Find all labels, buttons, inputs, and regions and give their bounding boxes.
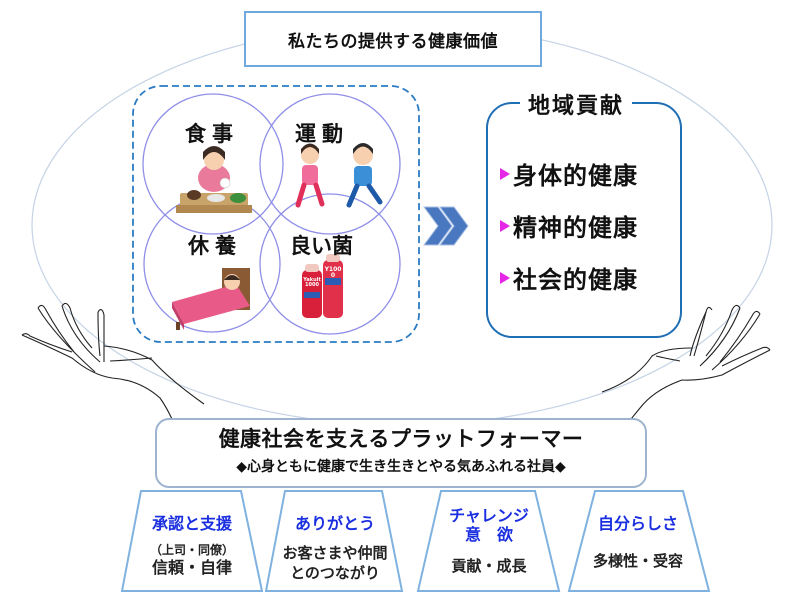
pillar-recognition: 承認と支援 （上司・同僚） 信頼・自律 xyxy=(127,514,257,578)
venn-label-exercise: 運動 xyxy=(295,122,349,146)
pillar-subnote: （上司・同僚） xyxy=(149,543,234,557)
contribution-item-label: 身体的健康 xyxy=(513,162,638,190)
pink-triangle-bullet-icon xyxy=(500,271,510,284)
contribution-item-label: 社会的健康 xyxy=(513,266,638,294)
pillar-heading: 承認と支援 xyxy=(151,514,232,533)
pillar-body: 多様性・受容 xyxy=(592,552,683,570)
platform-box xyxy=(155,418,647,488)
pillar-shape-4 xyxy=(567,490,711,592)
pillar-challenge: チャレンジ 意 欲 貢献・成長 xyxy=(424,506,554,576)
runners-illustration xyxy=(295,143,383,208)
pillar-gratitude: ありがとう お客さまや仲間 とのつながり xyxy=(270,514,400,583)
contribution-item-label: 精神的健康 xyxy=(513,214,638,242)
venn-circles xyxy=(142,93,401,335)
venn-circle-exercise xyxy=(259,93,401,235)
double-chevron-right-icon xyxy=(423,206,469,246)
venn-label-meal: 食事 xyxy=(185,122,239,146)
community-contribution-title: 地域貢献 xyxy=(520,88,633,120)
contribution-item: 精神的健康 xyxy=(500,208,638,243)
pillar-body: 信頼・自律 xyxy=(151,558,232,577)
page-title: 私たちの提供する健康価値 xyxy=(288,31,498,52)
venn-label-good-bacteria: 良い菌 xyxy=(290,234,353,258)
pillar-shape-2 xyxy=(264,490,404,592)
page-title-box: 私たちの提供する健康価値 xyxy=(244,11,542,67)
bottle-label-y1000: Y1000 xyxy=(324,266,342,279)
contribution-item: 身体的健康 xyxy=(500,156,638,191)
platform-subtitle: ◆心身ともに健康で生き生きとやる気あふれる社員◆ xyxy=(236,459,566,475)
community-contribution-box xyxy=(486,102,682,338)
pillar-shape-1 xyxy=(120,490,264,592)
woman-eating-illustration xyxy=(176,146,252,213)
venn-circle-meal xyxy=(142,93,284,235)
probiotic-bottles-illustration xyxy=(302,254,343,318)
bottle-label-yakult-1000: Yakult 1000 xyxy=(303,277,321,288)
pillar-heading: 自分らしさ xyxy=(597,514,678,533)
venn-circle-bacteria xyxy=(259,193,401,335)
left-hand-illustration xyxy=(21,302,205,445)
sleeping-person-illustration xyxy=(172,268,250,330)
pink-triangle-bullet-icon xyxy=(500,219,510,232)
pillar-trapezoids xyxy=(120,490,711,592)
venn-dashed-frame xyxy=(132,85,420,343)
pillar-body: お客さまや仲間 xyxy=(282,544,388,562)
contribution-item: 社会的健康 xyxy=(500,260,638,295)
pillar-individuality: 自分らしさ 多様性・受容 xyxy=(573,514,703,571)
pillar-shape-3 xyxy=(416,490,561,592)
pillar-body: とのつながり xyxy=(290,564,380,582)
venn-label-rest: 休養 xyxy=(188,234,242,258)
pillar-body: 貢献・成長 xyxy=(451,557,527,575)
pillar-heading: ありがとう xyxy=(294,514,375,533)
platform-title: 健康社会を支えるプラットフォーマー xyxy=(218,427,584,451)
pink-triangle-bullet-icon xyxy=(500,167,510,180)
right-hand-illustration xyxy=(601,304,771,445)
pillar-heading: 意 欲 xyxy=(464,525,513,544)
pillar-heading: チャレンジ xyxy=(449,506,529,525)
